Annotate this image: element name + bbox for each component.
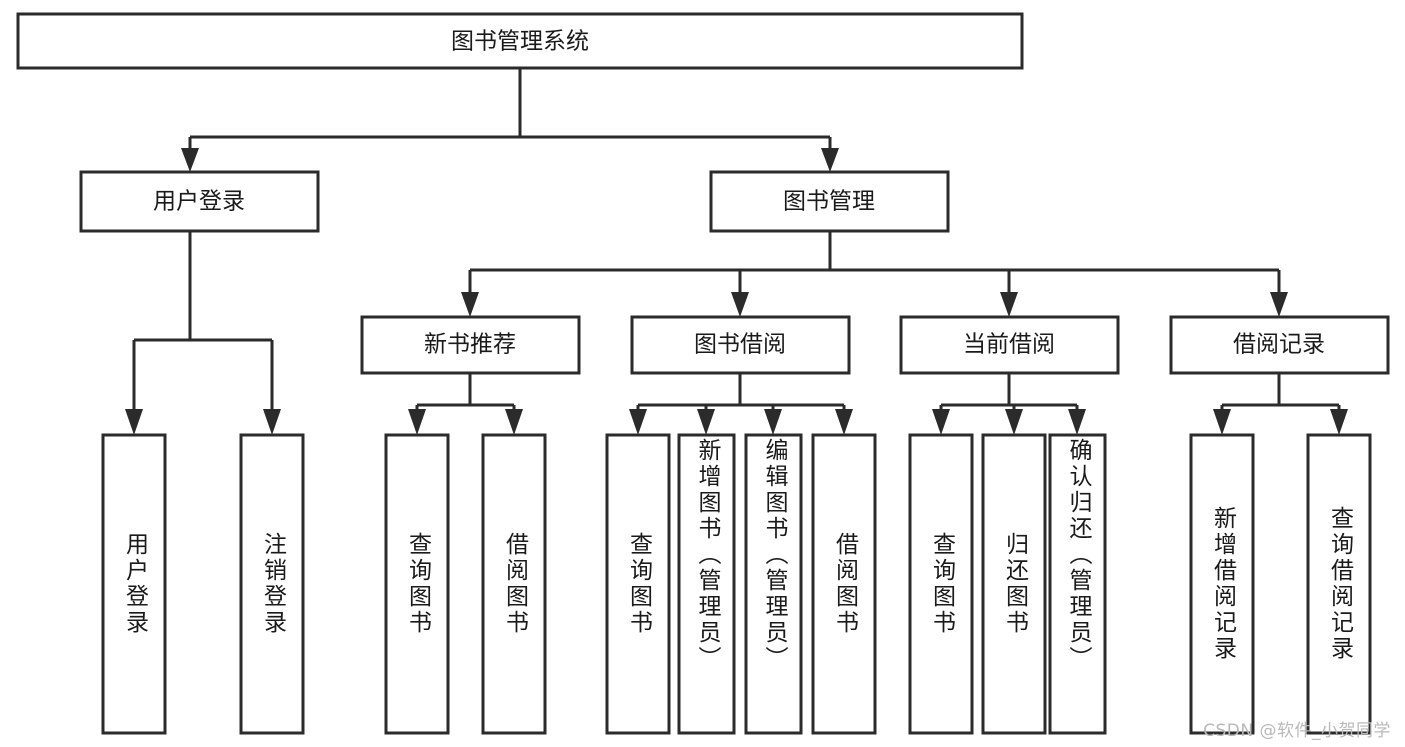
node-layer: 图书管理系统 用户登录 图书管理 新书推荐 图书借阅 当前借阅 借阅记录 xyxy=(16,12,1390,735)
arrow-head-leaf-logout-login xyxy=(263,409,281,435)
node-label-user-login: 用户登录 xyxy=(153,189,245,215)
arrow-head-leaf-return-book xyxy=(1005,409,1023,435)
node-box-book-borrow[interactable] xyxy=(630,315,851,375)
node-box-leaf-borrow-book-1[interactable] xyxy=(481,433,547,735)
arrow-head-leaf-edit-book xyxy=(764,409,782,435)
node-box-leaf-borrow-book-2[interactable] xyxy=(811,433,877,735)
node-box-root[interactable] xyxy=(16,12,1024,70)
arrow-head-leaf-query-book-3 xyxy=(932,409,950,435)
arrow-head-leaf-borrow-book-1 xyxy=(505,409,523,435)
arrow-head-current-borrow xyxy=(1000,292,1018,317)
arrow-head-user-login xyxy=(181,148,199,172)
node-box-leaf-query-book-1[interactable] xyxy=(384,433,450,735)
node-box-current-borrow[interactable] xyxy=(899,315,1120,375)
arrow-head-leaf-user-login xyxy=(125,409,143,435)
node-box-leaf-confirm-return[interactable] xyxy=(1048,433,1107,735)
node-label-book-manage: 图书管理 xyxy=(783,189,875,215)
arrow-head-new-book-recommend xyxy=(461,292,479,317)
arrow-head-leaf-query-book-2 xyxy=(629,409,647,435)
node-box-borrow-record[interactable] xyxy=(1169,315,1390,375)
node-label-current-borrow: 当前借阅 xyxy=(963,332,1055,358)
node-box-leaf-edit-book[interactable] xyxy=(744,433,803,735)
arrow-head-leaf-add-record xyxy=(1213,409,1231,435)
node-label-new-book-recommend: 新书推荐 xyxy=(424,332,516,358)
arrow-head-leaf-add-book xyxy=(697,409,715,435)
node-box-leaf-user-login[interactable] xyxy=(101,433,167,735)
arrow-head-leaf-query-record xyxy=(1330,409,1348,435)
node-label-book-borrow: 图书借阅 xyxy=(694,332,786,358)
node-box-leaf-return-book[interactable] xyxy=(981,433,1047,735)
node-label-borrow-record: 借阅记录 xyxy=(1233,332,1325,358)
arrow-head-book-borrow xyxy=(731,292,749,317)
node-box-leaf-query-record[interactable] xyxy=(1306,433,1372,735)
node-box-leaf-logout-login[interactable] xyxy=(239,433,305,735)
node-box-leaf-add-book[interactable] xyxy=(677,433,736,735)
node-box-leaf-query-book-3[interactable] xyxy=(908,433,974,735)
arrow-head-borrow-record xyxy=(1270,292,1288,317)
node-box-user-login[interactable] xyxy=(79,170,320,233)
arrow-head-leaf-query-book-1 xyxy=(408,409,426,435)
arrow-head-book-manage xyxy=(821,148,839,172)
connector-layer xyxy=(125,68,1348,435)
node-box-book-manage[interactable] xyxy=(709,170,950,233)
arrow-head-leaf-confirm-return xyxy=(1068,409,1086,435)
node-box-leaf-query-book-2[interactable] xyxy=(605,433,671,735)
node-label-root: 图书管理系统 xyxy=(451,29,589,55)
node-box-new-book-recommend[interactable] xyxy=(360,315,581,375)
node-box-leaf-add-record[interactable] xyxy=(1189,433,1255,735)
arrow-head-leaf-borrow-book-2 xyxy=(835,409,853,435)
